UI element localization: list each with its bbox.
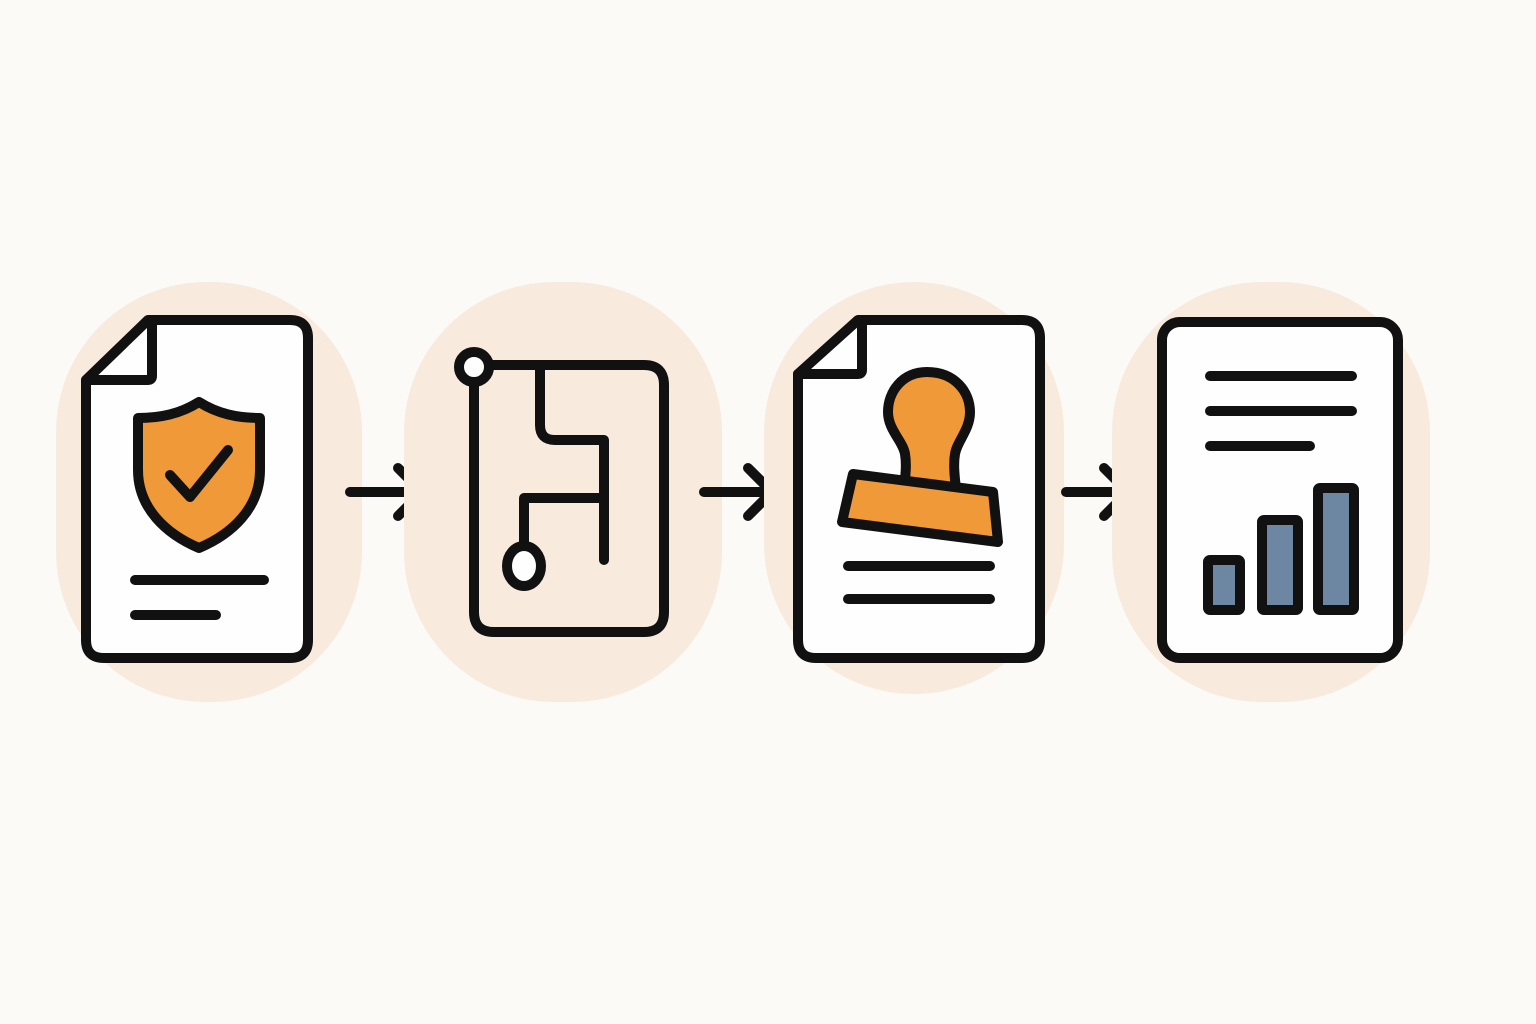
start-node (454, 347, 494, 387)
step-2-backdrop (404, 282, 722, 702)
step-1-document-security (56, 282, 362, 702)
step-3-approval (764, 282, 1064, 694)
end-node (502, 541, 546, 591)
flow-path (519, 360, 609, 565)
shield-icon (133, 397, 265, 553)
document-fold (793, 315, 867, 379)
document-stamp-icon (793, 315, 1045, 663)
document-shield-check-icon (81, 315, 313, 663)
chart-bar-3 (1313, 483, 1359, 615)
report-bar-chart-icon (1157, 317, 1403, 663)
stamp-base (837, 469, 1003, 547)
step-4-reporting (1112, 282, 1430, 702)
flowchart-path-icon (454, 347, 669, 637)
chart-bar-2 (1257, 515, 1303, 615)
check-icon (165, 445, 233, 502)
step-2-workflow (404, 282, 722, 702)
document-fold (81, 315, 157, 385)
flow-frame (469, 360, 669, 637)
chart-bar-1 (1203, 555, 1245, 615)
